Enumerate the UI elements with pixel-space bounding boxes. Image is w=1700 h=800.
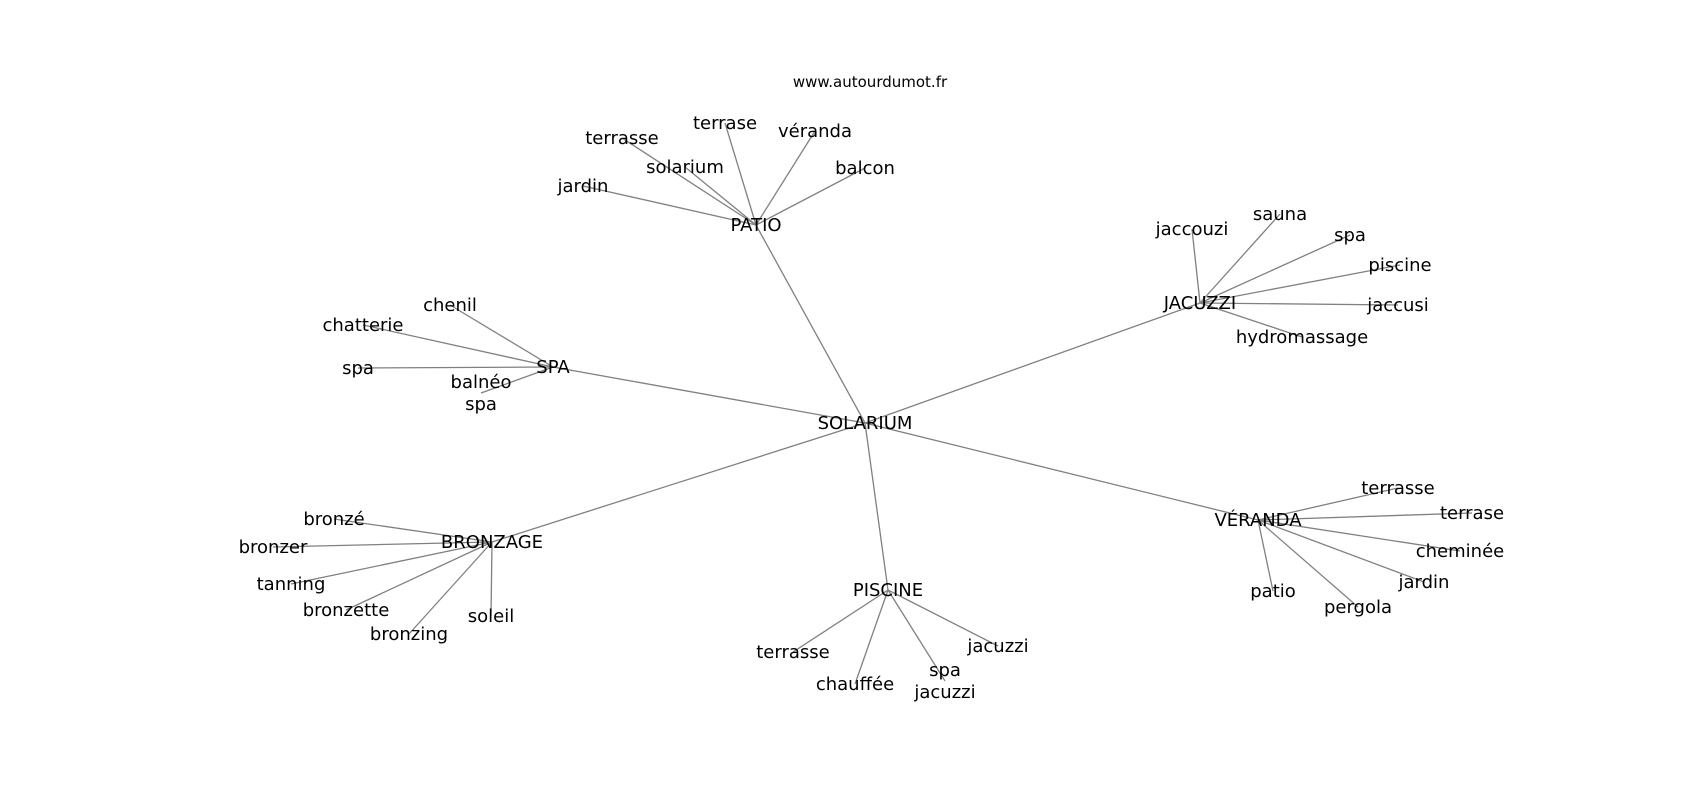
edge-jacuzzi-piscine [1199,264,1401,304]
leaf-node-patio-veranda: véranda [778,121,852,142]
edge-spa-balneo-spa [480,366,554,394]
edge-patio-veranda [755,130,816,226]
edge-bronzage-bronzer [272,541,493,548]
hub-node-veranda: VÉRANDA [1214,509,1302,531]
hub-node-patio: PATIO [730,215,781,236]
hub-node-piscine: PISCINE [853,580,923,601]
center-node: SOLARIUM [818,413,913,434]
leaf-node-patio-solarium: solarium [646,157,724,178]
hub-node-spa: SPA [536,357,570,378]
edge-patio-terrasse [621,137,757,226]
edge-patio-jardin [582,185,757,226]
leaf-node-bronzage-soleil: soleil [468,606,514,627]
leaf-node-piscine-terrasse: terrasse [756,642,829,663]
edge-patio-solarium [684,166,757,226]
edge-solarium-bronzage [491,422,866,543]
leaf-node-bronzage-bronzing: bronzing [370,624,448,645]
edge-spa-chatterie [362,324,554,368]
edge-solarium-jacuzzi [864,302,1201,424]
edge-veranda-terrase [1257,512,1473,521]
edge-veranda-terrasse [1257,487,1399,521]
edge-jacuzzi-jaccouzi [1191,228,1201,304]
edge-bronzage-bronze [333,518,493,543]
leaf-node-jacuzzi-spa: spa [1334,225,1366,246]
edge-bronzage-soleil [490,541,493,617]
edge-jacuzzi-sauna [1199,213,1281,304]
edge-jacuzzi-hydromassage [1199,302,1303,338]
leaf-node-veranda-patio: patio [1250,581,1296,602]
edge-piscine-terrasse [792,589,889,653]
leaf-node-jacuzzi-sauna: sauna [1253,204,1307,225]
edges [272,122,1473,685]
hub-node-jacuzzi: JACUZZI [1163,293,1236,314]
leaf-node-bronzage-bronzette: bronzette [303,600,390,621]
leaf-node-piscine-jacuzzi: jacuzzi [966,636,1028,657]
edge-solarium-veranda [864,422,1259,521]
leaf-node-jacuzzi-hydromassage: hydromassage [1236,327,1368,348]
edge-bronzage-bronzing [408,541,493,635]
leaf-node-bronzage-tanning: tanning [257,574,326,595]
edge-bronzage-bronzette [345,541,493,611]
edge-veranda-patio [1257,519,1274,592]
edge-spa-chenil [449,304,554,368]
hub-node-bronzage: BRONZAGE [441,532,543,553]
leaf-node-veranda-pergola: pergola [1324,597,1392,618]
edge-patio-terrase [724,122,757,226]
leaf-node-patio-balcon: balcon [835,158,895,179]
edge-jacuzzi-spa [1199,234,1351,304]
leaf-node-patio-jardin: jardin [557,176,609,197]
source-label: www.autourdumot.fr [793,73,948,91]
leaf-node-veranda-terrasse: terrasse [1361,478,1434,499]
edge-piscine-chauffee [854,589,889,685]
leaf-node-veranda-terrase: terrase [1440,503,1504,524]
leaf-node-veranda-cheminee: cheminée [1416,541,1504,562]
edge-patio-balcon [755,167,866,226]
edge-solarium-piscine [864,422,889,591]
edge-solarium-patio [755,224,866,424]
leaf-node-piscine-chauffee: chauffée [816,674,894,695]
leaf-node-veranda-jardin: jardin [1398,572,1450,593]
leaf-node-spa-chenil: chenil [423,295,477,316]
edge-veranda-jardin [1257,519,1425,583]
edge-solarium-spa [552,366,866,424]
edge-piscine-jacuzzi [887,589,999,647]
leaf-node-patio-terrasse: terrasse [585,128,658,149]
leaf-node-jacuzzi-jaccouzi: jaccouzi [1155,219,1229,240]
leaf-node-bronzage-bronzer: bronzer [239,537,308,558]
edge-jacuzzi-jaccusi [1199,302,1399,306]
leaf-node-patio-terrase: terrase [693,113,757,134]
edge-piscine-spa-jacuzzi [887,589,946,682]
leaf-node-jacuzzi-jaccusi: jaccusi [1366,295,1429,316]
edge-bronzage-tanning [290,541,493,585]
leaf-node-jacuzzi-piscine: piscine [1368,255,1431,276]
leaf-node-bronzage-bronze: bronzé [303,509,364,530]
edge-veranda-pergola [1257,519,1359,608]
edge-spa-spa [357,366,554,369]
leaf-node-spa-chatterie: chatterie [323,315,404,336]
leaf-node-spa-spa: spa [342,358,374,379]
edge-veranda-cheminee [1257,519,1461,552]
nodes: SOLARIUM PATIO terrasse terrase véranda solar… [239,113,1505,703]
